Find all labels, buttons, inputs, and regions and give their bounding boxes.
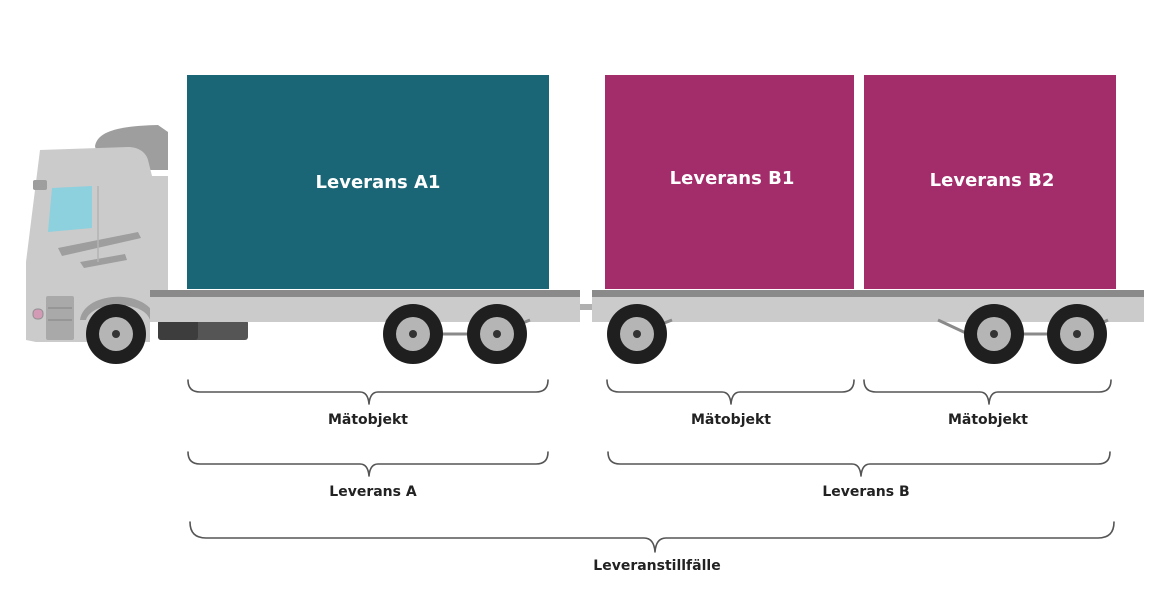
truck-cab-stripe bbox=[58, 232, 141, 256]
cargo-boxes: Leverans A1 Leverans B1 Leverans B2 bbox=[187, 75, 1116, 289]
wheel bbox=[383, 304, 443, 364]
wheel bbox=[964, 304, 1024, 364]
wheel bbox=[1047, 304, 1107, 364]
truck-grille bbox=[46, 296, 74, 340]
truck-wheel-arch bbox=[80, 296, 156, 320]
cargo-label-a1: Leverans A1 bbox=[316, 172, 441, 193]
trailer-drawbar bbox=[580, 304, 592, 310]
label-measure-a: Mätobjekt bbox=[328, 412, 408, 428]
brace-occasion bbox=[189, 521, 1115, 553]
occasion-row: Leveranstillfälle bbox=[189, 521, 1115, 574]
wheel bbox=[467, 304, 527, 364]
delivery-row: Leverans A Leverans B bbox=[187, 451, 1111, 500]
label-measure-b1: Mätobjekt bbox=[691, 412, 771, 428]
truck-headlight bbox=[32, 308, 44, 320]
label-delivery-b: Leverans B bbox=[822, 484, 909, 500]
trailer-deck-edge bbox=[592, 290, 1144, 297]
truck-cab-stripe bbox=[80, 254, 127, 268]
brace-delivery-b bbox=[607, 451, 1111, 477]
wheel bbox=[86, 304, 146, 364]
cargo-box-b1 bbox=[605, 75, 854, 289]
brace-measure-a bbox=[187, 379, 549, 405]
truck-window bbox=[48, 186, 92, 232]
truck-deck-edge bbox=[150, 290, 580, 297]
cargo-box-a1 bbox=[187, 75, 549, 289]
cargo-label-b1: Leverans B1 bbox=[670, 168, 795, 189]
wheels bbox=[86, 304, 1107, 364]
cargo-box-b2 bbox=[864, 75, 1116, 289]
label-occasion: Leveranstillfälle bbox=[593, 558, 720, 574]
wheel bbox=[607, 304, 667, 364]
brace-delivery-a bbox=[187, 451, 549, 477]
label-measure-b2: Mätobjekt bbox=[948, 412, 1028, 428]
label-delivery-a: Leverans A bbox=[329, 484, 417, 500]
measure-row: Mätobjekt Mätobjekt Mätobjekt bbox=[187, 379, 1112, 428]
truck-mirror bbox=[33, 180, 47, 190]
brace-measure-b1 bbox=[606, 379, 855, 405]
cargo-label-b2: Leverans B2 bbox=[930, 170, 1055, 191]
brace-measure-b2 bbox=[863, 379, 1112, 405]
